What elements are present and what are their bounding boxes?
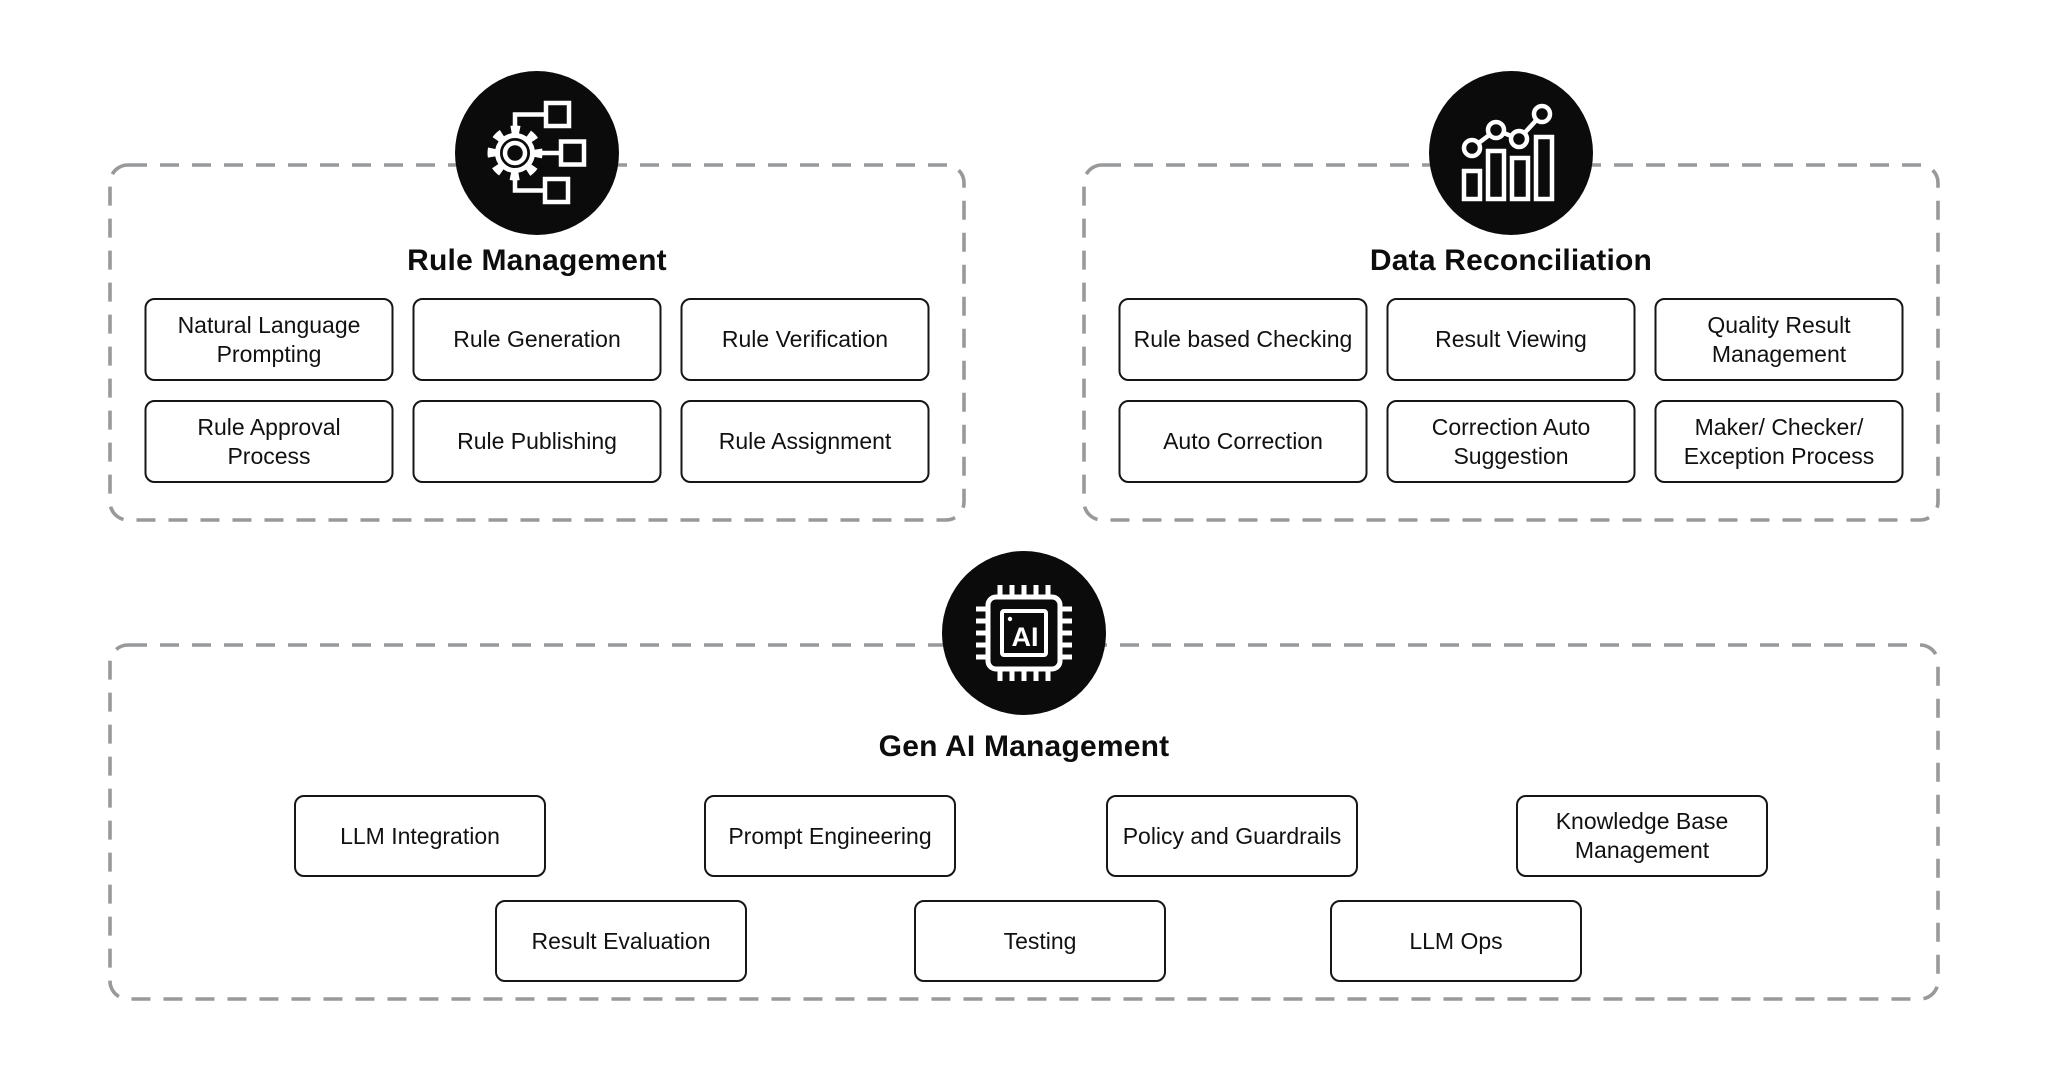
svg-text:AI: AI (1012, 622, 1039, 652)
feature-box: Knowledge Base Management (1516, 795, 1768, 877)
feature-box: Result Evaluation (495, 900, 747, 982)
feature-grid: Natural Language Prompting Rule Generati… (144, 298, 930, 483)
group-gen-ai-management: AI Gen AI Management LLM Integration Pro… (108, 551, 1940, 1001)
feature-box: Prompt Engineering (704, 795, 956, 877)
bar-chart-trend-icon (1429, 71, 1593, 235)
feature-box: LLM Integration (294, 795, 546, 877)
group-rule-management: Rule Management Natural Language Prompti… (108, 71, 966, 522)
feature-box: Rule Generation (412, 298, 662, 381)
feature-box: Rule Assignment (680, 400, 930, 483)
feature-box: LLM Ops (1330, 900, 1582, 982)
dashed-border (108, 163, 966, 522)
feature-box: Natural Language Prompting (144, 298, 394, 381)
feature-box: Rule Verification (680, 298, 930, 381)
group-title: Data Reconciliation (1369, 244, 1653, 277)
feature-box: Maker/ Checker/ Exception Process (1654, 400, 1904, 483)
group-data-reconciliation: Data Reconciliation Rule based Checking … (1082, 71, 1940, 522)
feature-box: Rule based Checking (1118, 298, 1368, 381)
feature-box: Rule Approval Process (144, 400, 394, 483)
feature-box: Result Viewing (1386, 298, 1636, 381)
feature-box: Quality Result Management (1654, 298, 1904, 381)
feature-box: Auto Correction (1118, 400, 1368, 483)
ai-chip-icon: AI (942, 551, 1106, 715)
group-title: Rule Management (407, 244, 667, 277)
feature-box: Testing (914, 900, 1166, 982)
feature-box: Policy and Guardrails (1106, 795, 1358, 877)
feature-grid: Rule based Checking Result Viewing Quali… (1118, 298, 1904, 483)
feature-box: Correction Auto Suggestion (1386, 400, 1636, 483)
gear-workflow-icon (455, 71, 619, 235)
feature-box: Rule Publishing (412, 400, 662, 483)
group-title: Gen AI Management (878, 730, 1170, 763)
dashed-border (1082, 163, 1940, 522)
